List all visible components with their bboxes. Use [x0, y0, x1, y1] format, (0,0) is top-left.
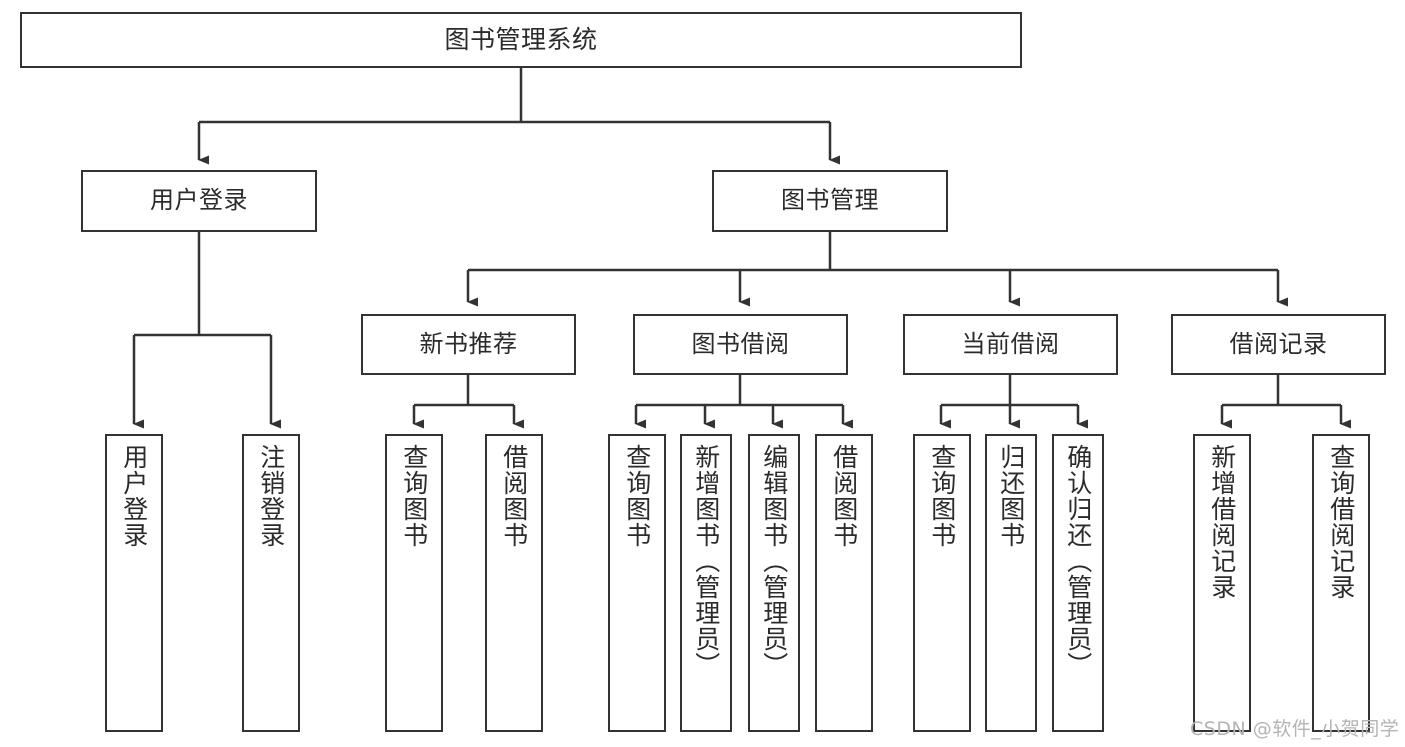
- leaf-current-borrow-return[interactable]: 归还图书: [985, 434, 1037, 732]
- node-root-book-management-system[interactable]: 图书管理系统: [20, 12, 1022, 68]
- node-new-book-recommend[interactable]: 新书推荐: [361, 314, 576, 375]
- leaf-book-borrow-add-label: 新增图书（管理员）: [691, 444, 721, 678]
- node-user-login-label: 用户登录: [150, 186, 248, 215]
- node-book-borrow-label: 图书借阅: [691, 329, 790, 358]
- node-user-login[interactable]: 用户登录: [81, 170, 317, 232]
- leaf-new-book-borrow-label: 借阅图书: [499, 444, 529, 548]
- leaf-book-borrow-add[interactable]: 新增图书（管理员）: [680, 434, 732, 732]
- leaf-current-borrow-query-label: 查询图书: [927, 444, 957, 548]
- node-book-borrow[interactable]: 图书借阅: [633, 314, 848, 375]
- leaf-book-borrow-edit[interactable]: 编辑图书（管理员）: [748, 434, 800, 732]
- node-borrow-record[interactable]: 借阅记录: [1171, 314, 1386, 375]
- leaf-current-borrow-confirm[interactable]: 确认归还（管理员）: [1052, 434, 1104, 732]
- leaf-book-borrow-borrow[interactable]: 借阅图书: [815, 434, 873, 732]
- leaf-user-login-logout[interactable]: 注销登录: [242, 434, 300, 732]
- node-new-book-recommend-label: 新书推荐: [419, 329, 518, 358]
- leaf-book-borrow-query-label: 查询图书: [622, 444, 652, 548]
- leaf-user-login-login-label: 用户登录: [119, 444, 149, 548]
- node-book-management[interactable]: 图书管理: [712, 170, 948, 232]
- leaf-borrow-record-query-label: 查询借阅记录: [1326, 444, 1356, 600]
- leaf-book-borrow-edit-label: 编辑图书（管理员）: [759, 444, 789, 678]
- leaf-current-borrow-query[interactable]: 查询图书: [913, 434, 971, 732]
- node-borrow-record-label: 借阅记录: [1229, 329, 1328, 358]
- leaf-current-borrow-return-label: 归还图书: [996, 444, 1026, 548]
- leaf-borrow-record-query[interactable]: 查询借阅记录: [1312, 434, 1370, 732]
- leaf-user-login-logout-label: 注销登录: [256, 444, 286, 548]
- leaf-user-login-login[interactable]: 用户登录: [105, 434, 163, 732]
- leaf-new-book-query[interactable]: 查询图书: [385, 434, 443, 732]
- leaf-book-borrow-query[interactable]: 查询图书: [608, 434, 666, 732]
- node-current-borrow-label: 当前借阅: [961, 329, 1060, 358]
- leaf-book-borrow-borrow-label: 借阅图书: [829, 444, 859, 548]
- leaf-new-book-borrow[interactable]: 借阅图书: [485, 434, 543, 732]
- leaf-current-borrow-confirm-label: 确认归还（管理员）: [1063, 444, 1093, 678]
- node-current-borrow[interactable]: 当前借阅: [903, 314, 1118, 375]
- csdn-watermark: CSDN @软件_小贺同学: [1190, 718, 1400, 740]
- node-book-management-label: 图书管理: [781, 186, 879, 215]
- leaf-borrow-record-add[interactable]: 新增借阅记录: [1193, 434, 1251, 732]
- leaf-borrow-record-add-label: 新增借阅记录: [1207, 444, 1237, 600]
- node-root-label: 图书管理系统: [444, 24, 598, 54]
- leaf-new-book-query-label: 查询图书: [399, 444, 429, 548]
